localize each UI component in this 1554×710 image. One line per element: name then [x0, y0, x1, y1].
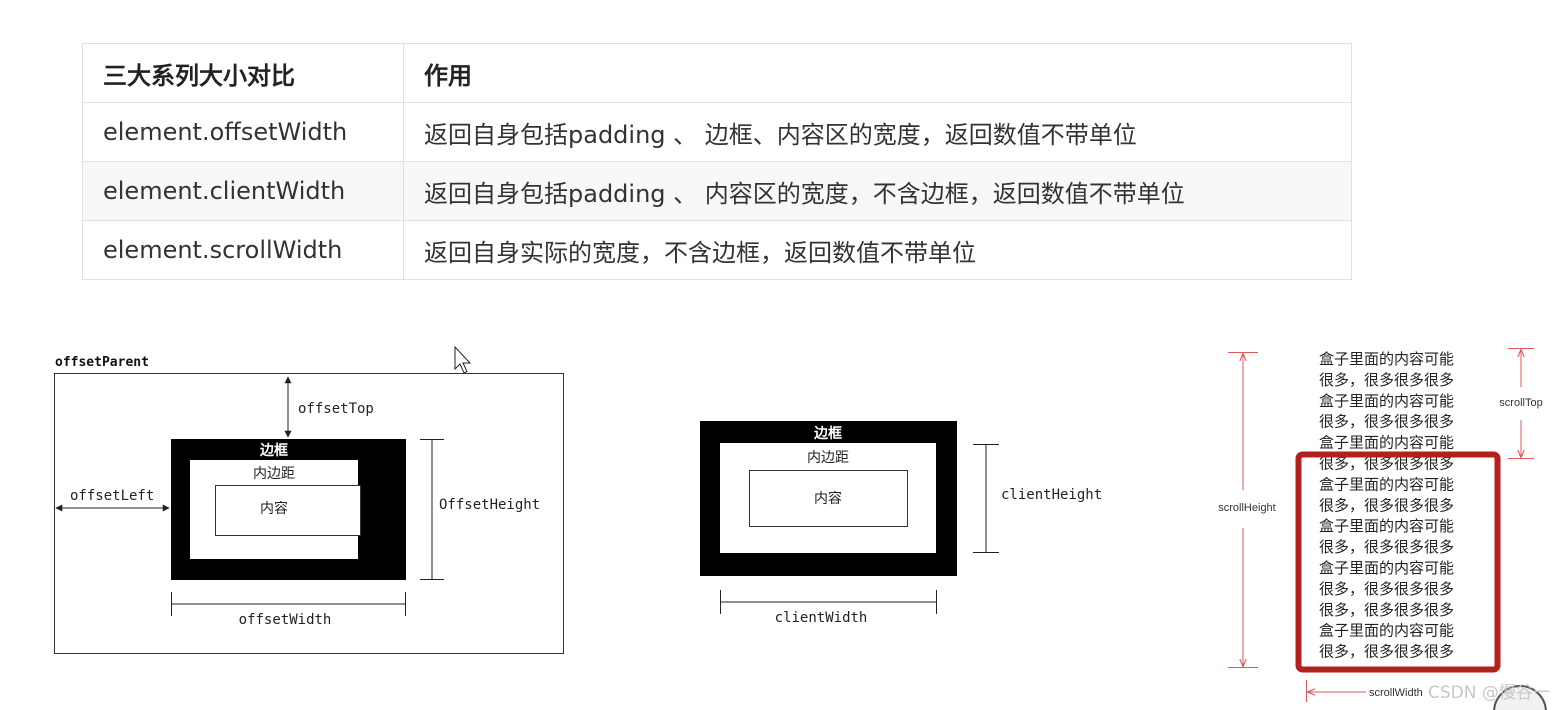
- scroll-viewport-box: [1295, 451, 1501, 673]
- comparison-table: 三大系列大小对比 作用 element.offsetWidth 返回自身包括pa…: [82, 43, 1352, 280]
- client-width-label: clientWidth: [775, 610, 868, 626]
- mouse-cursor-icon: [454, 345, 472, 374]
- offset-border-label: 边框: [259, 442, 288, 459]
- offset-parent-box: [54, 373, 564, 654]
- scroll-content-line: 很多，很多很多很多: [1319, 496, 1454, 514]
- client-content-label: 内容: [814, 490, 842, 507]
- table-cell-description: 返回自身包括padding 、 内容区的宽度，不含边框，返回数值不带单位: [403, 161, 1352, 221]
- scroll-content-line: 盒子里面的内容可能: [1319, 622, 1454, 640]
- client-padding-label: 内边距: [807, 450, 849, 466]
- offset-content-label: 内容: [260, 500, 288, 517]
- avatar: [1493, 685, 1547, 710]
- watermark: CSDN @慢谷一: [1428, 683, 1550, 703]
- table-cell-property: element.scrollWidth: [82, 220, 404, 280]
- scroll-width-label: scrollWidth: [1369, 687, 1423, 699]
- scroll-height-label: scrollHeight: [1218, 502, 1275, 514]
- scroll-content-line: 很多，很多很多很多: [1319, 455, 1454, 473]
- client-content-box: [749, 470, 908, 527]
- scroll-diagram: 盒子里面的内容可能很多，很多很多很多盒子里面的内容可能很多，很多很多很多盒子里面…: [1218, 348, 1543, 702]
- scroll-content-text: 盒子里面的内容可能很多，很多很多很多盒子里面的内容可能很多，很多很多很多盒子里面…: [1319, 350, 1454, 661]
- table-header-cell: 作用: [403, 43, 1352, 103]
- offset-top-label: offsetTop: [298, 401, 374, 417]
- scroll-content-line: 很多，很多很多很多: [1319, 580, 1454, 598]
- scroll-content-line: 很多，很多很多很多: [1319, 601, 1454, 619]
- scroll-content-line: 很多，很多很多很多: [1319, 413, 1454, 431]
- scroll-content-line: 盒子里面的内容可能: [1319, 517, 1454, 535]
- scroll-content-line: 很多，很多很多很多: [1319, 371, 1454, 389]
- client-height-label: clientHeight: [1001, 487, 1102, 503]
- table-row: element.clientWidth 返回自身包括padding 、 内容区的…: [82, 161, 1352, 221]
- offset-parent-label: offsetParent: [55, 355, 149, 370]
- scroll-content-line: 很多，很多很多很多: [1319, 643, 1454, 661]
- scroll-content-line: 盒子里面的内容可能: [1319, 350, 1454, 368]
- scroll-content-line: 盒子里面的内容可能: [1319, 475, 1454, 493]
- table-header-cell: 三大系列大小对比: [82, 43, 404, 103]
- table-cell-description: 返回自身实际的宽度，不含边框，返回数值不带单位: [403, 220, 1352, 280]
- offset-left-label: offsetLeft: [70, 488, 154, 504]
- scroll-content-line: 盒子里面的内容可能: [1319, 559, 1454, 577]
- offset-padding-label: 内边距: [253, 466, 295, 482]
- table-row: element.scrollWidth 返回自身实际的宽度，不含边框，返回数值不…: [82, 220, 1352, 280]
- scroll-content-line: 盒子里面的内容可能: [1319, 434, 1454, 452]
- offset-diagram: offsetParent 边框 内边距 内容 offsetTop offsetL…: [54, 355, 564, 654]
- scroll-top-label: scrollTop: [1499, 397, 1542, 409]
- offset-height-label: OffsetHeight: [439, 497, 540, 513]
- client-diagram: 边框 内边距 内容 clientHeight clientWidth: [700, 421, 1102, 626]
- offset-width-label: offsetWidth: [239, 612, 332, 628]
- table-cell-property: element.offsetWidth: [82, 102, 404, 162]
- scroll-content-line: 盒子里面的内容可能: [1319, 392, 1454, 410]
- offset-content-box: [215, 485, 361, 536]
- client-border-label: 边框: [813, 425, 842, 442]
- table-header-row: 三大系列大小对比 作用: [82, 43, 1352, 103]
- scroll-content-line: 很多，很多很多很多: [1319, 538, 1454, 556]
- table-cell-property: element.clientWidth: [82, 161, 404, 221]
